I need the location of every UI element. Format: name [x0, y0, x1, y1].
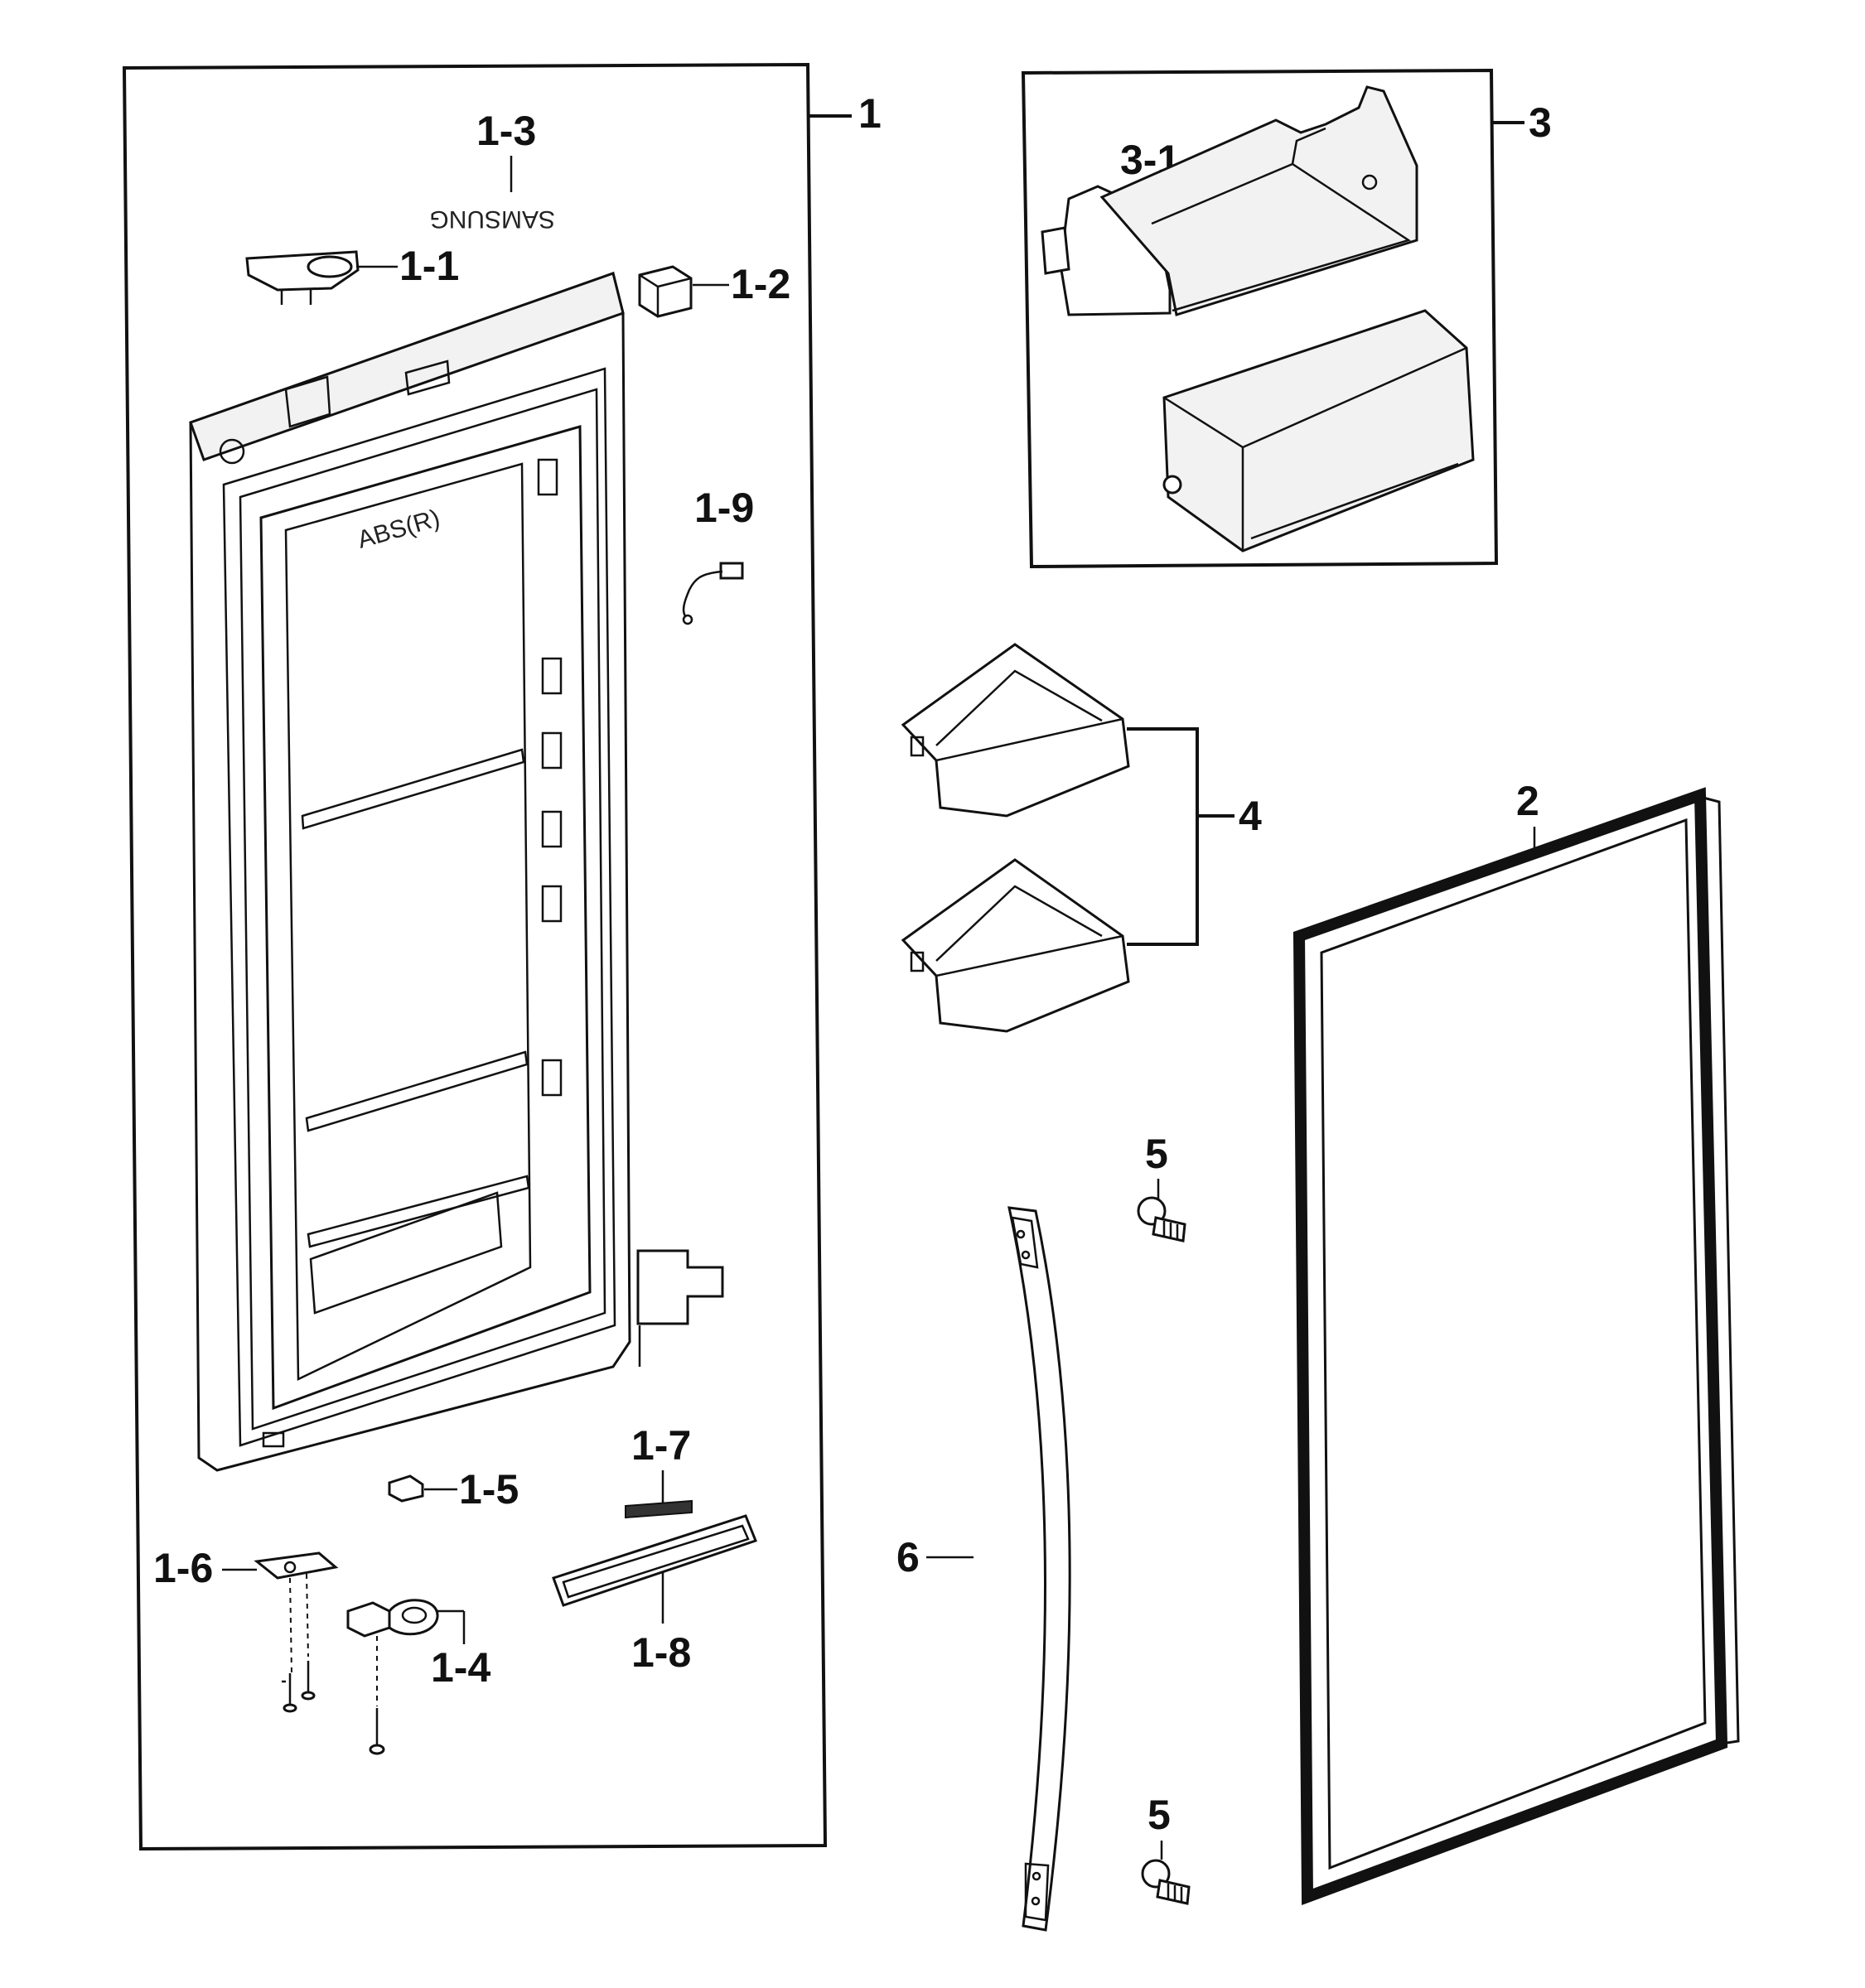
cap-bottom-part: 1-8 — [552, 1514, 757, 1676]
callout-1-4: 1-4 — [431, 1644, 490, 1691]
screw-top-part: 5 — [1137, 1131, 1186, 1242]
sensor-module-part: 1-2 — [638, 261, 790, 318]
hinge-plate-part: 1-6 — [153, 1545, 339, 1713]
callout-1-7: 1-7 — [631, 1422, 691, 1469]
callout-1-6: 1-6 — [153, 1545, 213, 1591]
callout-5-bottom: 5 — [1148, 1792, 1171, 1838]
guard-assembly-box: 3 3-1 — [1021, 68, 1552, 569]
guard-upper-part: 3-1 — [1041, 85, 1418, 316]
gasket-part: 2 — [1292, 778, 1740, 1906]
door-guard-lower-part — [901, 858, 1130, 1033]
guard-lower-part — [1162, 309, 1475, 552]
callout-5-top: 5 — [1145, 1131, 1168, 1177]
hinge-bracket-part: 1-4 — [346, 1599, 490, 1755]
tape-part: 1-7 — [625, 1422, 693, 1519]
wire-harness-part: 1-9 — [682, 485, 754, 625]
callout-1-9: 1-9 — [694, 485, 754, 531]
callout-1-5: 1-5 — [459, 1466, 519, 1513]
door-body-part: ABS(R) — [189, 272, 724, 1472]
door-assembly-box: 1 — [122, 62, 882, 1851]
callout-1-1: 1-1 — [399, 243, 459, 289]
handle-part: 6 — [896, 1206, 1071, 1932]
logo-badge-text: SAMSUNG — [429, 205, 555, 233]
screw-bottom-part: 5 — [1141, 1792, 1191, 1905]
logo-badge-part: 1-3 SAMSUNG — [429, 108, 555, 233]
callout-3: 3 — [1529, 99, 1552, 146]
callout-1-2: 1-2 — [731, 261, 790, 307]
door-guards-group: 4 — [901, 643, 1262, 1033]
door-cap-top-part: 1-1 — [245, 243, 459, 305]
callout-1: 1 — [858, 90, 882, 137]
callout-2: 2 — [1516, 778, 1539, 824]
stopper-part: 1-5 — [388, 1466, 519, 1513]
callout-6: 6 — [896, 1534, 920, 1580]
screw-pair — [282, 1661, 316, 1713]
callout-1-8: 1-8 — [631, 1629, 691, 1676]
callout-1-3: 1-3 — [476, 108, 536, 154]
door-guard-upper-part — [901, 643, 1130, 818]
callout-4: 4 — [1239, 793, 1262, 839]
